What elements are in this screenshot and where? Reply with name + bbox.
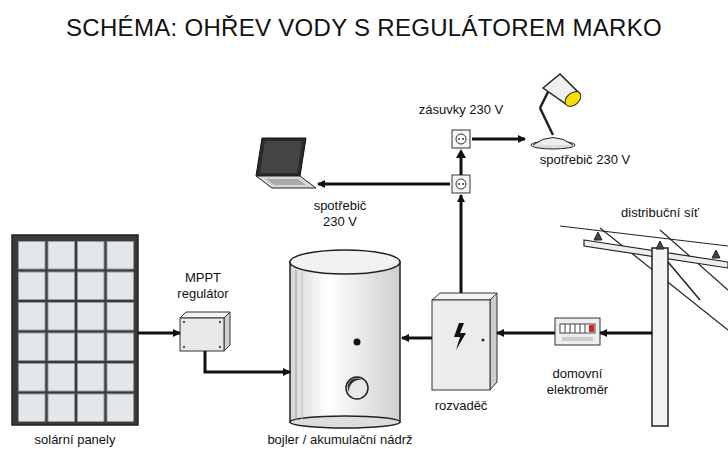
node-label: distribuční síť (602, 205, 718, 221)
electricity-meter: domovní elektroměr (555, 318, 600, 345)
node-label: zásuvky 230 V (410, 102, 512, 118)
diagram-title: SCHÉMA: OHŘEV VODY S REGULÁTOREM MARKO (0, 14, 728, 42)
power-connector (205, 351, 290, 372)
boiler-drawing (290, 250, 400, 428)
socket-pair: zásuvky 230 V (450, 128, 472, 195)
mppt-box-drawing (180, 312, 230, 351)
node-label: rozvaděč (416, 398, 506, 414)
solar-panel-drawing (12, 235, 138, 425)
node-label: solární panely (5, 432, 145, 448)
solar-panel: solární panely (12, 235, 138, 425)
node-label: spotřebič 230 V (526, 152, 644, 168)
power-connector (497, 332, 555, 335)
power-connector (138, 332, 180, 335)
power-connector (402, 337, 432, 340)
node-label: MPPT regulátor (168, 270, 238, 302)
lamp-drawing (531, 74, 584, 149)
switchboard: rozvaděč (432, 293, 497, 390)
distribution-grid: distribuční síť (652, 248, 668, 426)
laptop-drawing (256, 138, 316, 188)
node-label: domovní elektroměr (533, 366, 622, 398)
socket-drawing (452, 130, 470, 193)
mppt-regulator: MPPT regulátor (180, 312, 230, 351)
power-connector (318, 183, 450, 186)
node-label: spotřebič 230 V (302, 198, 378, 230)
laptop-appliance: spotřebič 230 V (255, 136, 318, 190)
electricity-meter-drawing (555, 318, 600, 345)
lamp-appliance: spotřebič 230 V (525, 72, 585, 150)
power-connector (600, 332, 652, 335)
power-connector (472, 138, 525, 141)
node-label: bojler / akumulační nádrž (250, 432, 430, 448)
power-connector (460, 195, 463, 293)
switchboard-drawing (432, 293, 497, 390)
boiler-tank: bojler / akumulační nádrž (290, 250, 402, 428)
